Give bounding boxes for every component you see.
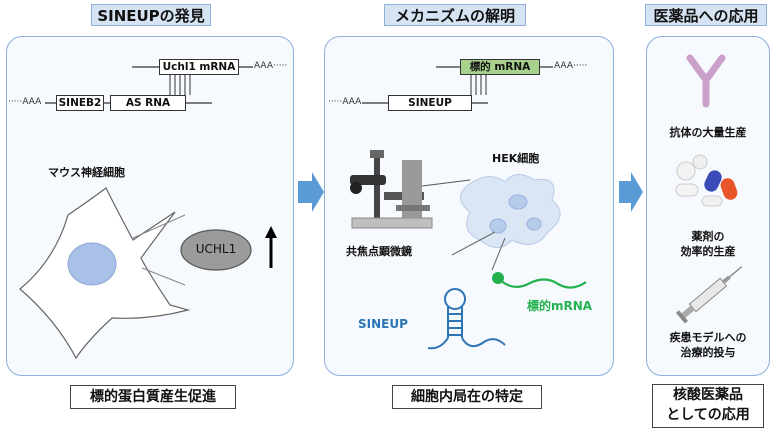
sineup-bar-box: SINEUP [388,95,472,111]
header-mechanism: メカニズムの解明 [384,4,526,26]
app-drug-label-1: 薬剤の [691,230,725,243]
flow-arrow-2 [619,172,643,212]
footer-application-line1: 核酸医薬品 [673,387,743,403]
header-application: 医薬品への応用 [645,4,767,26]
sineb2-box: SINEB2 [56,95,104,111]
app-disease-label-2: 治療的投与 [680,346,736,359]
footer-application-line2: としての応用 [666,407,750,423]
footer-application: 核酸医薬品 としての応用 [652,384,764,428]
uchl1-protein-label: UCHL1 [195,242,237,256]
app-drug-label-2: 効率的生産 [680,245,736,258]
panel-discovery [6,36,294,376]
header-discovery: SINEUPの発見 [91,4,211,26]
uchl1-mrna-box: Uchl1 mRNA [159,59,239,75]
target-mrna-box: 標的 mRNA [460,59,540,75]
app-antibody-label: 抗体の大量生産 [669,126,747,139]
as-rna-polya-tail: ·····AAA [8,97,42,107]
mouse-neuron-label: マウス神経細胞 [48,166,125,179]
as-rna-box: AS RNA [110,95,186,111]
target-mrna-label: 標的mRNA [527,299,593,313]
sineup-label: SINEUP [358,317,408,331]
panel-application [646,36,770,376]
microscope-label: 共焦点顕微鏡 [346,245,412,258]
footer-discovery: 標的蛋白質産生促進 [70,385,236,409]
uchl1-polya-tail: AAA····· [254,61,288,71]
hek-cell-label: HEK細胞 [492,152,540,165]
app-disease-label-1: 疾患モデルへの [669,331,747,344]
target-mrna-polya-tail: AAA····· [554,61,588,71]
footer-mechanism: 細胞内局在の特定 [392,385,542,409]
sineup-polya-tail: ·····AAA [328,97,362,107]
